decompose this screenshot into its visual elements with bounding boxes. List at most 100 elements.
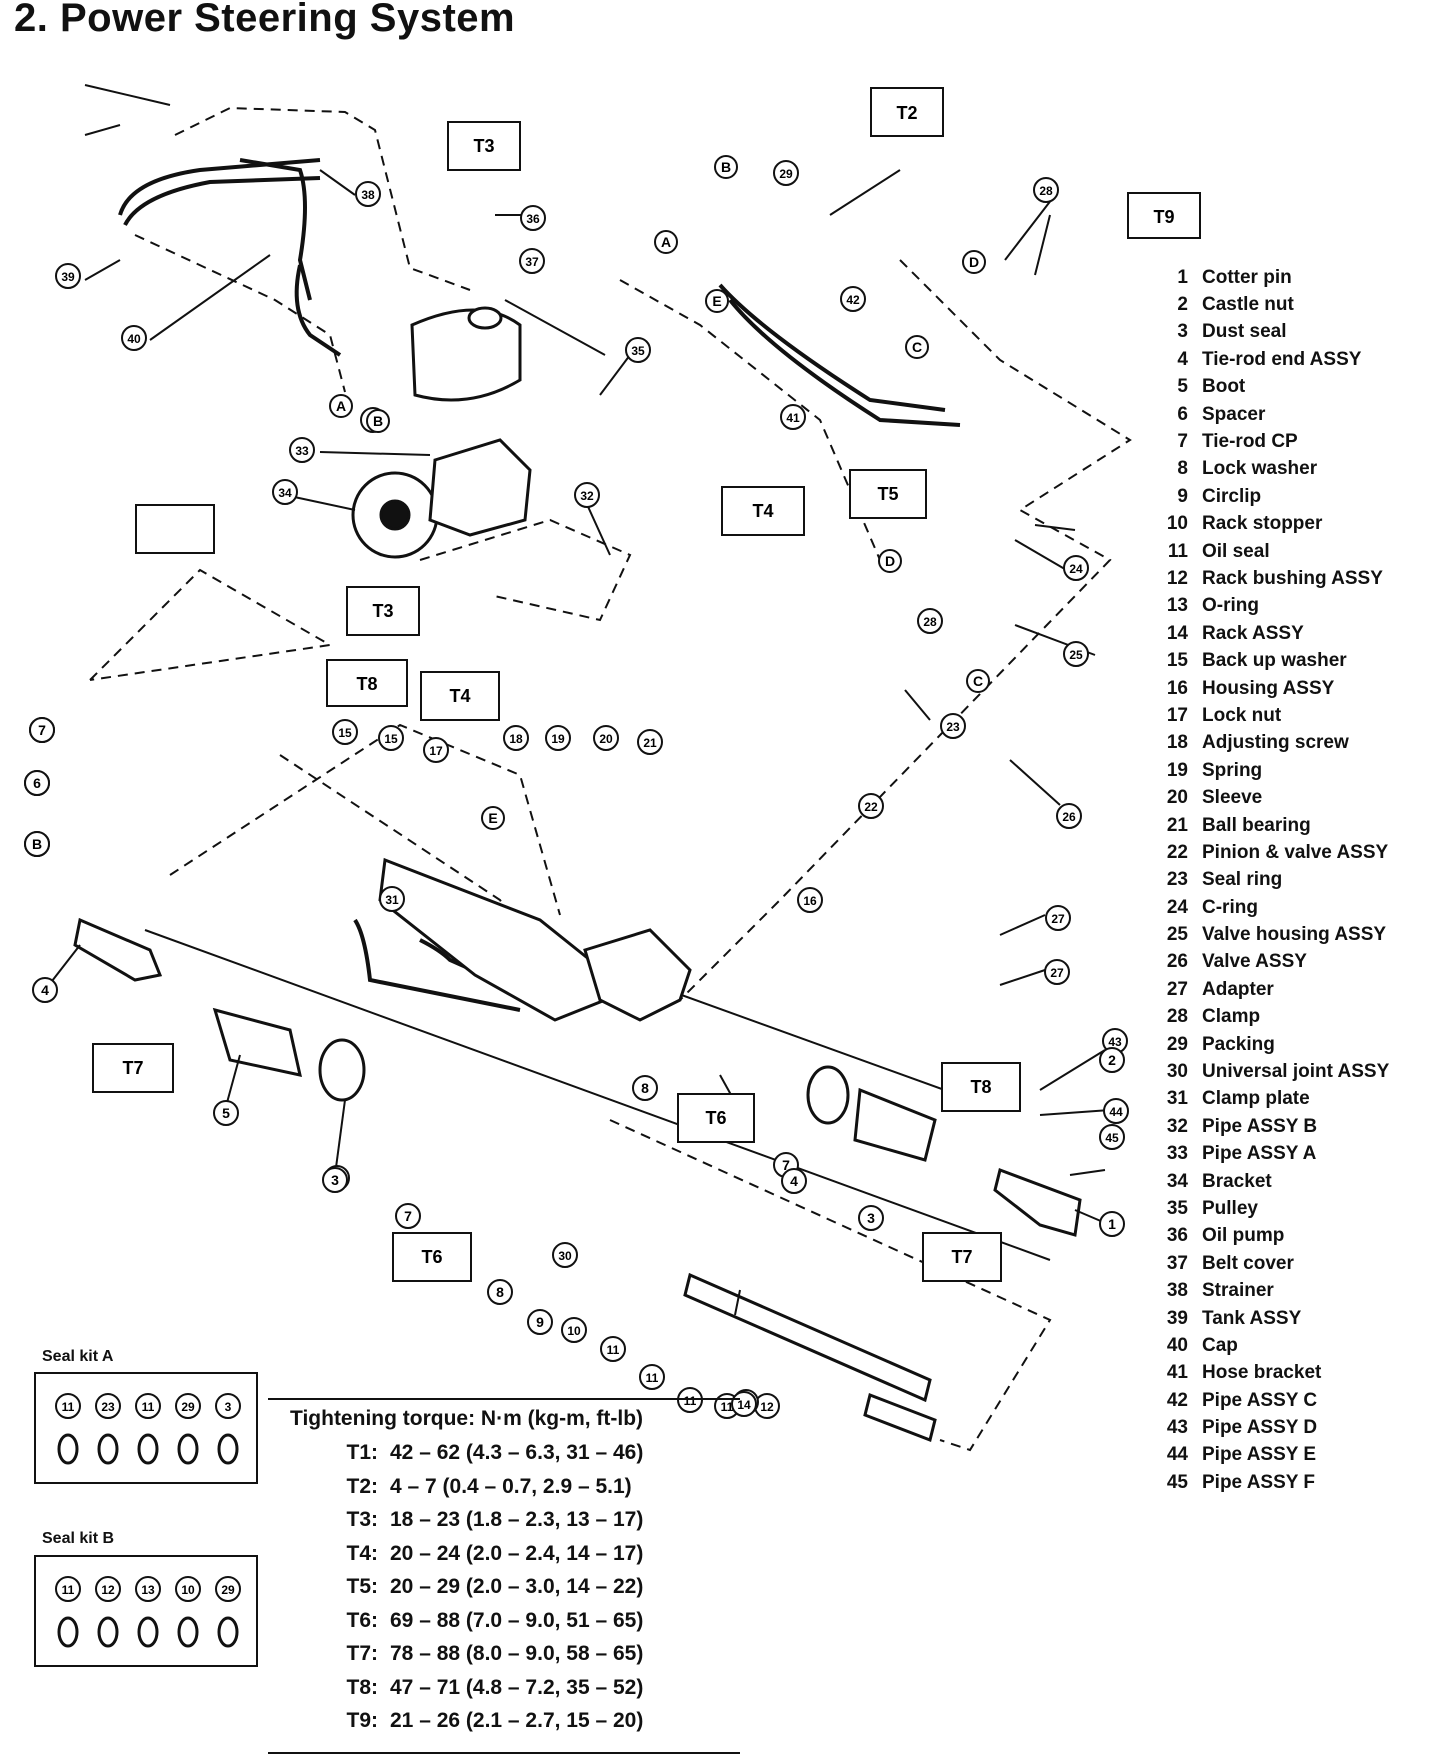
torque-title: Tightening torque: N·m (kg-m, ft-lb) [290,1407,644,1430]
part-number: 12 [1166,567,1188,589]
part-name: Tie-rod end ASSY [1202,348,1362,370]
callout-label: 5 [222,1105,230,1121]
part-number: 26 [1166,951,1188,973]
seal-kit-item: 12 [95,1576,121,1648]
callout-label: 44 [1109,1105,1123,1119]
letter-callout: A [329,394,353,418]
part-callout: 25 [1063,641,1089,667]
part-name: Housing ASSY [1202,677,1335,699]
part-callout: 17 [423,737,449,763]
part-callout: 31 [379,886,405,912]
letter-callout: A [654,230,678,254]
torque-code: T3: [346,1508,379,1531]
torque-rows: T1:42 – 62 (4.3 – 6.3, 31 – 46)T2:4 – 7 … [268,1436,740,1738]
callout-label: 31 [385,893,399,907]
torque-table: Tightening torque: N·m (kg-m, ft-lb) T1:… [268,1402,740,1738]
part-number: 6 [1177,403,1188,425]
part-callout: 11 [600,1336,626,1362]
part-name: Seal ring [1202,869,1283,891]
torque-value: 20 – 29 (2.0 – 3.0, 14 – 22) [390,1575,644,1598]
part-callout: 34 [272,479,298,505]
part-callout: 28 [1033,177,1059,203]
callout-label: 19 [551,732,565,746]
seal-kit-item-label: 11 [62,1400,75,1414]
part-callout: 43 [1102,1028,1128,1054]
part-name: Rack ASSY [1202,622,1304,644]
part-row: 40 Cap [1160,1332,1436,1359]
callout-label: 11 [684,1394,697,1408]
callout-label: 34 [278,486,292,500]
part-callout: 10 [561,1317,587,1343]
letter-callout: D [878,549,902,573]
torque-row: T7: 78 – 88 (8.0 – 9.0, 58 – 65) [268,1637,740,1671]
torque-value: 18 – 23 (1.8 – 2.3, 13 – 17) [390,1508,644,1531]
part-callout: 12 [754,1393,780,1419]
part-name: Clamp plate [1202,1088,1310,1110]
seal-part-shape [57,1616,79,1648]
part-name: Packing [1202,1033,1275,1055]
torque-row: T8:47 – 71 (4.8 – 7.2, 35 – 52) [268,1671,740,1705]
letter-label: E [712,293,721,309]
part-number: 33 [1166,1143,1188,1165]
tie-rod-rack-axis [144,929,1051,1261]
callout-label: 32 [580,489,594,503]
torque-top-rule [268,1398,740,1400]
part-name: Universal joint ASSY [1202,1061,1390,1083]
seal-kit-item: 13 [135,1576,161,1648]
callout-label: 12 [760,1400,774,1414]
part-callout: 42 [840,286,866,312]
part-number: 7 [1177,431,1188,453]
part-name: Cap [1202,1334,1238,1356]
callout-label: 7 [782,1157,790,1173]
callout-label: 15 [384,732,398,746]
part-callout: 2 [1099,1047,1125,1073]
part-number: 2 [1177,294,1188,316]
torque-box-label: T7 [951,1247,972,1267]
torque-box-label: T8 [356,674,377,694]
part-number: 40 [1166,1334,1188,1356]
part-callout: 5 [213,1100,239,1126]
torque-code: T8: [346,1675,379,1699]
callout-label: 7 [404,1208,412,1224]
torque-value: 78 – 88 (8.0 – 9.0, 58 – 65) [390,1642,644,1665]
callout-label: 6 [33,775,41,791]
part-name: Pipe ASSY D [1202,1417,1318,1439]
letter-label: A [661,234,671,250]
letter-callout: B [366,409,390,433]
torque-code: T2: [346,1474,379,1498]
part-callout: B [24,831,50,857]
seal-kit-item-label: 11 [142,1400,155,1414]
part-callout: 19 [545,725,571,751]
torque-box-label: T6 [705,1108,726,1128]
part-number: 35 [1166,1197,1188,1219]
part-callout: 16 [797,887,823,913]
callout-label: 20 [599,732,613,746]
part-callout: 27 [1045,905,1071,931]
part-callout: 8 [632,1075,658,1101]
part-row: 35 Pulley [1160,1195,1436,1222]
seal-part-shape [177,1433,199,1465]
part-number: 13 [1166,595,1188,617]
callout-label: 37 [525,255,539,269]
part-name: Pulley [1202,1197,1258,1219]
part-name: Adjusting screw [1202,732,1349,754]
torque-code: T7: [346,1642,379,1665]
part-callout: 4 [781,1168,807,1194]
letter-callout: E [481,806,505,830]
part-callout: 33 [289,437,315,463]
